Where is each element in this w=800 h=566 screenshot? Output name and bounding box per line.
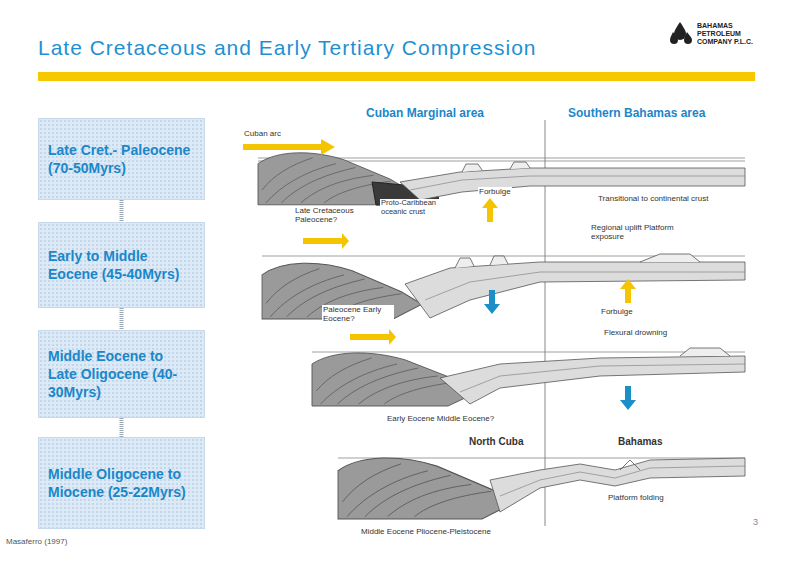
area-heading: Cuban Marginal area [365,107,485,121]
arc-label: Cuban arc [243,129,282,138]
crust-label: Proto-Caribbean oceanic crust [380,199,452,216]
period-text: Middle Oligocene to Miocene (25-22Myrs) [48,465,195,501]
title-bar [38,72,755,81]
age-label: Paleocene Early Eocene? [322,305,394,323]
page-number: 3 [752,517,759,527]
period-text: Early to Middle Eocene (45-40Myrs) [48,247,195,283]
age-label: Late Cretaceous Paleocene? [294,206,376,224]
forebulge-label: Forbulge [478,187,512,196]
forebulge-label: Forbulge [600,307,634,316]
timeline-link [120,200,124,222]
age-label: Middle Eocene Pliocene-Pleistocene [360,527,492,536]
age-label: Early Eocene Middle Eocene? [386,414,495,423]
drowning-label: Flexural drowning [603,328,668,337]
area-heading: Southern Bahamas area [567,107,706,121]
slide-title: Late Cretaceous and Early Tertiary Compr… [38,36,537,60]
period-text: Middle Eocene to Late Oligocene (40-30My… [48,347,195,402]
period-text: Late Cret.- Paleocene (70-50Myrs) [48,141,195,177]
timeline-link [120,308,124,330]
period-box: Middle Oligocene to Miocene (25-22Myrs) [38,437,205,529]
timeline-link [120,418,124,437]
period-box: Late Cret.- Paleocene (70-50Myrs) [38,118,205,200]
crust-label: Transitional to continental crust [597,194,709,203]
uplift-label: Regional uplift Platform exposure [590,223,692,241]
source-note: Masaferro (1997) [5,537,68,546]
period-box: Early to Middle Eocene (45-40Myrs) [38,222,205,308]
region-label: Bahamas [617,436,663,448]
period-box: Middle Eocene to Late Oligocene (40-30My… [38,330,205,418]
company-logo: BAHAMAS PETROLEUM COMPANY P.L.C. [696,22,762,46]
region-label: North Cuba [468,436,524,448]
folding-label: Platform folding [607,493,665,502]
